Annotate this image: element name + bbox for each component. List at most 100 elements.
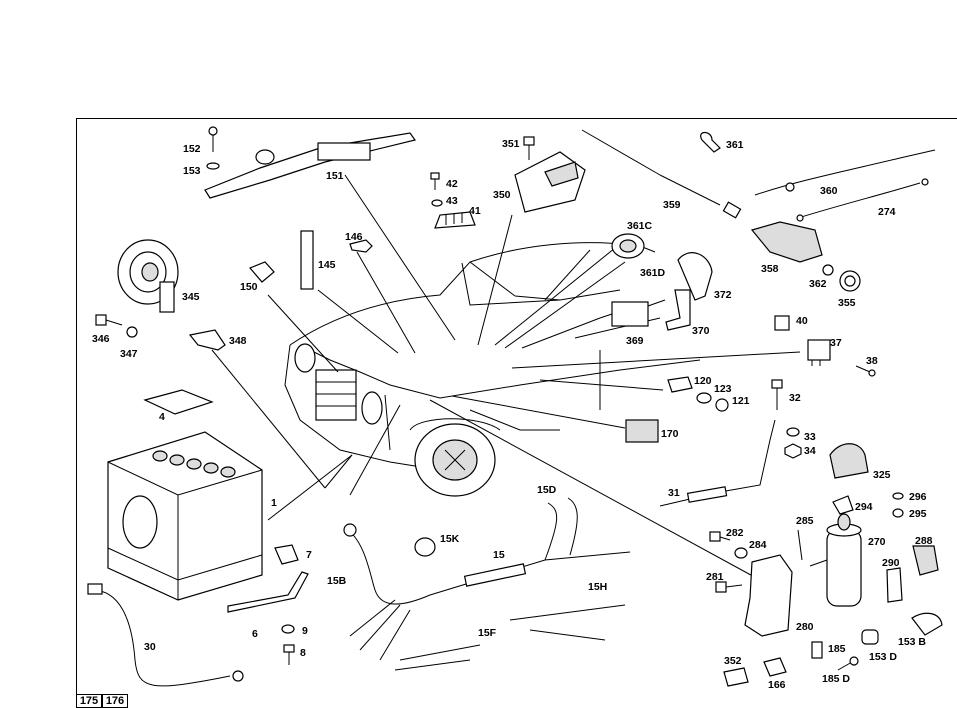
washer-43 bbox=[431, 199, 443, 207]
callout-15F: 15F bbox=[478, 627, 497, 639]
callout-281: 281 bbox=[706, 571, 724, 583]
callout-153: 153 bbox=[183, 165, 201, 177]
bracket-372 bbox=[677, 252, 713, 301]
bracket-348 bbox=[188, 329, 226, 351]
page-number-left: 175 bbox=[76, 694, 102, 708]
screw-185D bbox=[837, 656, 859, 671]
callout-153B: 153 B bbox=[898, 636, 926, 648]
bolt-351 bbox=[523, 136, 535, 160]
callout-labels: 152 153 151 351 361 42 43 41 350 359 360… bbox=[92, 138, 933, 691]
bolt-346 bbox=[95, 314, 123, 326]
cable-274 bbox=[797, 182, 921, 219]
washer-284 bbox=[734, 547, 748, 559]
washer-33 bbox=[786, 427, 800, 437]
callout-351: 351 bbox=[502, 138, 520, 150]
callout-359: 359 bbox=[663, 199, 681, 211]
callout-295: 295 bbox=[909, 508, 927, 520]
boot-294 bbox=[832, 495, 854, 515]
callout-123: 123 bbox=[714, 383, 732, 395]
battery-1 bbox=[107, 431, 263, 601]
callout-37: 37 bbox=[830, 337, 842, 349]
callout-296: 296 bbox=[909, 491, 927, 503]
callout-9: 9 bbox=[302, 625, 308, 637]
callout-355: 355 bbox=[838, 297, 856, 309]
screw-152 bbox=[206, 126, 220, 170]
holder-6 bbox=[227, 571, 309, 613]
nut-347 bbox=[126, 326, 138, 338]
part-153B bbox=[911, 612, 943, 636]
callout-40: 40 bbox=[796, 315, 808, 327]
nut-121 bbox=[715, 398, 729, 412]
bracket-370 bbox=[665, 289, 691, 331]
screw-8 bbox=[283, 644, 295, 665]
callout-31: 31 bbox=[668, 487, 680, 499]
callout-6: 6 bbox=[252, 628, 258, 640]
connector-41 bbox=[434, 211, 476, 229]
bracket-290 bbox=[886, 567, 903, 603]
callout-15H: 15H bbox=[588, 581, 607, 593]
callout-347: 347 bbox=[120, 348, 138, 360]
callout-34: 34 bbox=[804, 445, 816, 457]
ignition-coil-270 bbox=[809, 513, 862, 607]
callout-352: 352 bbox=[724, 655, 742, 667]
callout-361: 361 bbox=[726, 139, 744, 151]
clip-352 bbox=[723, 667, 749, 687]
callout-145: 145 bbox=[318, 259, 336, 271]
clip-166 bbox=[763, 657, 787, 677]
callout-15B: 15B bbox=[327, 575, 347, 587]
cable-360 bbox=[754, 149, 936, 196]
callout-15K: 15K bbox=[440, 533, 460, 545]
callout-370: 370 bbox=[692, 325, 710, 337]
washer-296 bbox=[892, 492, 904, 500]
relay-37 bbox=[807, 339, 831, 366]
radiator-grille bbox=[315, 369, 357, 421]
part-185 bbox=[811, 641, 823, 659]
callout-166: 166 bbox=[768, 679, 786, 691]
ground-cable-30 bbox=[91, 589, 231, 687]
car-body-illustration bbox=[284, 242, 701, 497]
callout-325: 325 bbox=[873, 469, 891, 481]
callout-4: 4 bbox=[159, 411, 165, 423]
callout-38: 38 bbox=[866, 355, 878, 367]
bracket-151 bbox=[204, 132, 417, 199]
plug-146 bbox=[349, 239, 373, 253]
screw-42 bbox=[430, 172, 440, 190]
callout-43: 43 bbox=[446, 195, 458, 207]
relay-170 bbox=[625, 419, 659, 443]
callout-152: 152 bbox=[183, 143, 201, 155]
callout-15D: 15D bbox=[537, 484, 557, 496]
callout-121: 121 bbox=[732, 395, 750, 407]
diagram-frame bbox=[76, 118, 957, 708]
connector-288 bbox=[912, 545, 939, 576]
callout-290: 290 bbox=[882, 557, 900, 569]
callout-294: 294 bbox=[855, 501, 873, 513]
callout-42: 42 bbox=[446, 178, 458, 190]
valve-369 bbox=[599, 299, 666, 327]
callout-146: 146 bbox=[345, 231, 363, 243]
callout-284: 284 bbox=[749, 539, 767, 551]
screw-38 bbox=[855, 365, 876, 377]
callout-362: 362 bbox=[809, 278, 827, 290]
callout-185D: 185 D bbox=[822, 673, 850, 685]
page-number-right: 176 bbox=[102, 694, 128, 708]
callout-32: 32 bbox=[789, 392, 801, 404]
callout-15: 15 bbox=[493, 549, 505, 561]
nut-34 bbox=[784, 443, 802, 459]
distributor-cap-325 bbox=[829, 443, 869, 479]
clip-361 bbox=[700, 131, 721, 153]
switch-120 bbox=[667, 376, 693, 393]
grommet-15K bbox=[414, 537, 436, 557]
sleeve-145 bbox=[300, 230, 314, 290]
callout-348: 348 bbox=[229, 335, 247, 347]
grommet-362 bbox=[822, 264, 834, 276]
nut-295 bbox=[892, 508, 904, 518]
callout-41: 41 bbox=[469, 205, 481, 217]
callout-7: 7 bbox=[306, 549, 312, 561]
cover-4 bbox=[143, 389, 214, 415]
callout-1: 1 bbox=[271, 497, 277, 509]
callout-282: 282 bbox=[726, 527, 744, 539]
callout-270: 270 bbox=[868, 536, 886, 548]
switch-361C bbox=[611, 233, 645, 259]
